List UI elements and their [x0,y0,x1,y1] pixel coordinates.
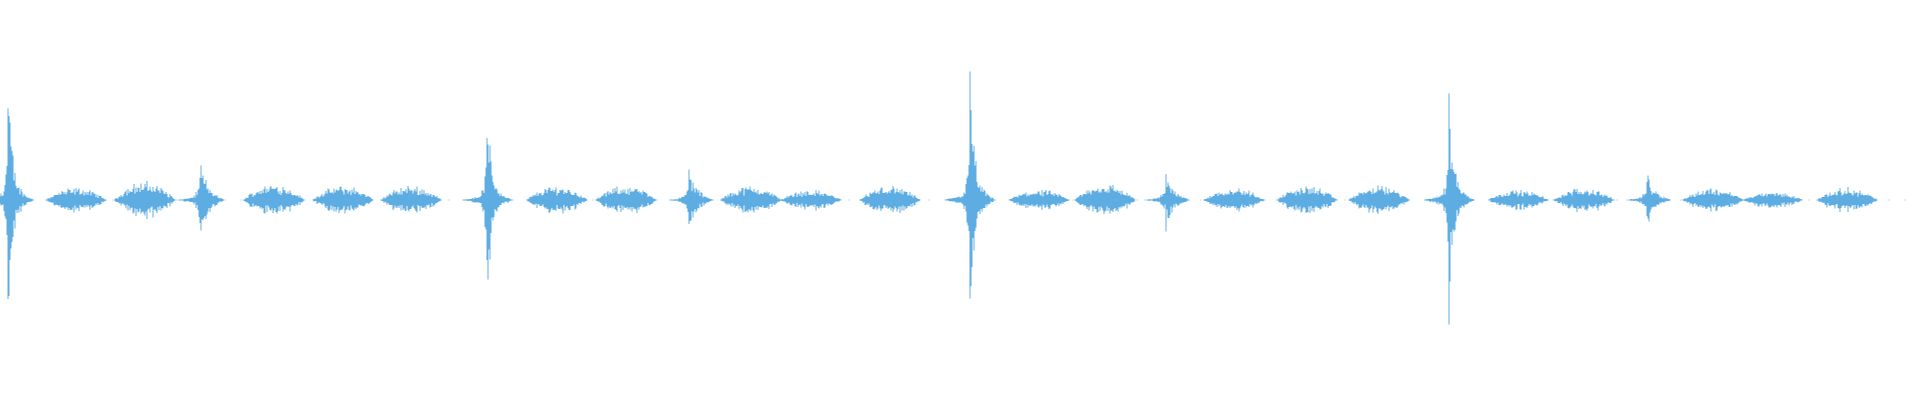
waveform-burst [45,188,107,213]
waveform-burst [669,169,714,225]
waveform-burst [1682,188,1744,212]
waveform-burst [0,108,34,300]
waveform-burst [1348,185,1410,214]
waveform-burst [114,181,176,219]
waveform-burst [859,185,921,213]
waveform-burst [243,185,305,214]
waveform-burst [1203,188,1265,212]
waveform-burst [595,186,657,213]
waveform-burst [1424,93,1475,325]
waveform-burst [178,165,224,231]
waveform-burst [1276,186,1338,214]
waveform-burst [1816,187,1878,212]
waveform-burst [945,71,996,299]
waveform-burst [1488,189,1549,211]
waveform-burst [462,138,513,280]
waveform-burst [720,186,782,213]
waveform-samples [0,71,1878,325]
waveform-burst [1074,185,1136,214]
waveform-burst [1743,193,1803,208]
waveform-burst [1144,173,1190,232]
waveform-burst [1009,190,1070,211]
waveform-burst [380,186,442,213]
waveform-burst [1553,188,1615,212]
waveform-burst [526,187,588,214]
waveform-burst [1626,175,1671,222]
waveform-burst [312,186,374,214]
waveform-burst [781,189,842,211]
